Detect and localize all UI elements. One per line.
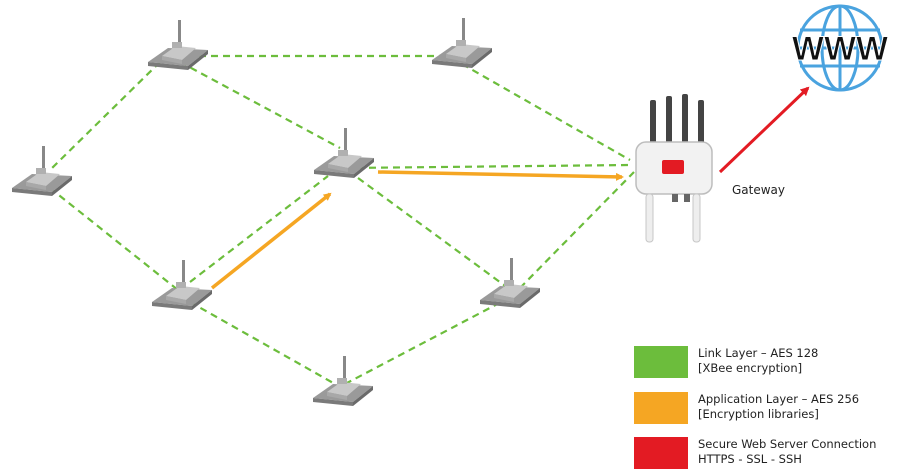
legend-item-web-connection: Secure Web Server Connection HTTPS - SSL… xyxy=(634,437,876,469)
link-layer-swatch xyxy=(634,346,688,378)
link-line xyxy=(344,299,506,385)
link-line xyxy=(357,177,509,289)
legend-title: Application Layer – AES 256 xyxy=(698,392,860,406)
radio-node-icon xyxy=(314,128,374,178)
radio-node-icon xyxy=(152,260,212,310)
application-layer-path xyxy=(210,170,624,290)
web-connection-arrow xyxy=(718,86,810,174)
web-connection-swatch xyxy=(634,437,688,469)
legend-subtitle: [XBee encryption] xyxy=(698,361,803,375)
link-line xyxy=(49,187,179,291)
application-layer-swatch xyxy=(634,392,688,424)
link-line xyxy=(461,63,631,161)
radio-node-icon xyxy=(12,146,72,196)
legend-subtitle: HTTPS - SSL - SSH xyxy=(698,452,802,466)
link-line xyxy=(179,61,341,149)
legend-subtitle: [Encryption libraries] xyxy=(698,407,819,421)
radio-node-icon xyxy=(148,20,208,70)
link-layer-links xyxy=(49,54,635,385)
link-line xyxy=(189,301,336,385)
app-arrow xyxy=(377,170,624,181)
radio-node-icon xyxy=(480,258,540,308)
radio-node-icon xyxy=(313,356,373,406)
link-line xyxy=(189,175,329,283)
legend-title: Secure Web Server Connection xyxy=(698,437,877,451)
link-line xyxy=(344,163,631,170)
app-arrow xyxy=(210,192,332,290)
gateway-icon xyxy=(635,94,713,243)
gateway-label: Gateway xyxy=(732,183,786,197)
radio-node-icon xyxy=(432,18,492,68)
www-label: WWW xyxy=(792,30,889,68)
link-line xyxy=(519,171,635,289)
legend-title: Link Layer – AES 128 xyxy=(698,346,819,360)
link-line xyxy=(49,61,161,171)
globe-icon xyxy=(796,4,884,92)
legend-item-link-layer: Link Layer – AES 128 [XBee encryption] xyxy=(634,346,818,378)
legend-item-application-layer: Application Layer – AES 256 [Encryption … xyxy=(634,392,859,424)
